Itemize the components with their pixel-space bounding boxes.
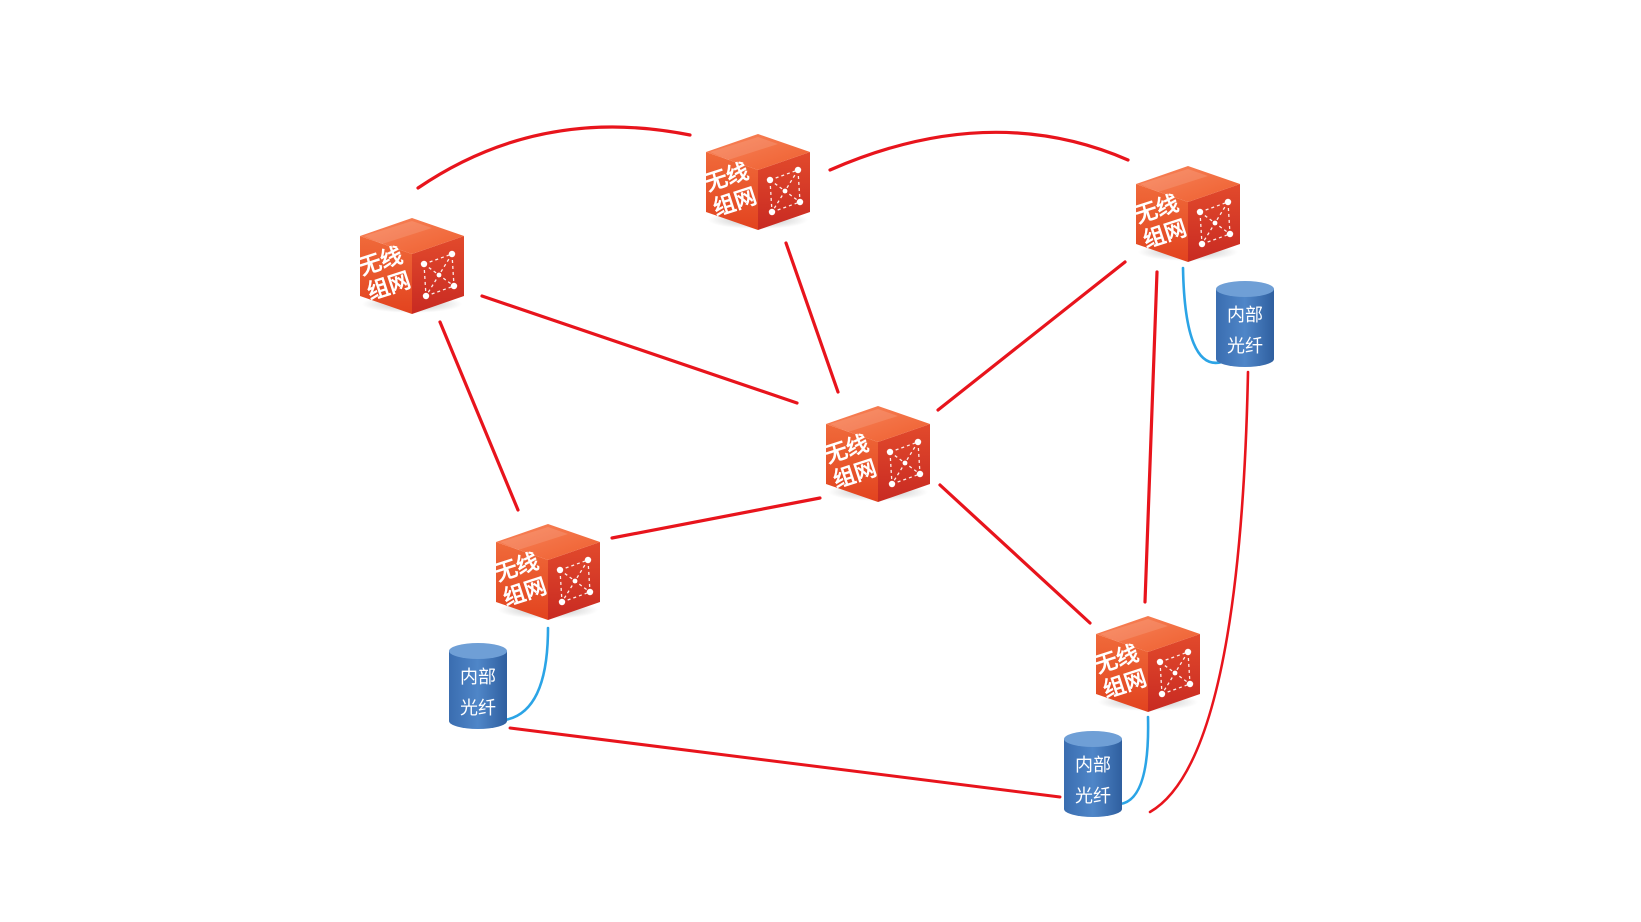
storage-s2-top — [1216, 281, 1274, 297]
storage-s3-label-line1: 内部 — [1075, 755, 1111, 776]
fiber-links — [503, 266, 1224, 806]
storage-s1: 内部 光纤 — [449, 643, 507, 729]
storage-s3-label-line2: 光纤 — [1075, 786, 1111, 807]
fiber-n3-s2 — [1181, 266, 1224, 365]
node-n5: 无线 组网 — [492, 523, 601, 621]
storage-s3-body — [1064, 739, 1122, 817]
link-n2-n4 — [784, 241, 840, 394]
link-n1-n4 — [480, 294, 799, 405]
node-n4: 无线 组网 — [822, 405, 931, 503]
storage-s2-body — [1216, 289, 1274, 367]
storage-s1-body — [449, 651, 507, 729]
storage-s3: 内部 光纤 — [1064, 731, 1122, 817]
fiber-n5-s1 — [503, 626, 550, 722]
link-n2-n3 — [828, 130, 1130, 172]
wireless-links — [416, 125, 1250, 814]
fiber-n6-s3 — [1118, 715, 1150, 806]
storage-s3-top — [1064, 731, 1122, 747]
link-s2-s3 — [1148, 370, 1250, 814]
link-n3-n4 — [936, 260, 1127, 412]
storage-s1-label-line2: 光纤 — [460, 698, 496, 719]
link-n4-n6 — [938, 483, 1092, 625]
node-n2: 无线 组网 — [702, 133, 811, 231]
link-n4-n5 — [610, 496, 822, 540]
storage-s2-label-line2: 光纤 — [1227, 336, 1263, 357]
storage-s2: 内部 光纤 — [1216, 281, 1274, 367]
node-n6: 无线 组网 — [1092, 615, 1201, 713]
link-s1-s3 — [508, 726, 1062, 799]
node-n3: 无线 组网 — [1132, 165, 1241, 263]
link-n1-n2 — [416, 125, 692, 190]
storage-s1-top — [449, 643, 507, 659]
link-n1-n5 — [438, 320, 520, 512]
storage-s2-label-line1: 内部 — [1227, 305, 1263, 326]
node-n1: 无线 组网 — [356, 217, 465, 315]
link-n3-n6 — [1143, 270, 1159, 604]
storage-s1-label-line1: 内部 — [460, 667, 496, 688]
